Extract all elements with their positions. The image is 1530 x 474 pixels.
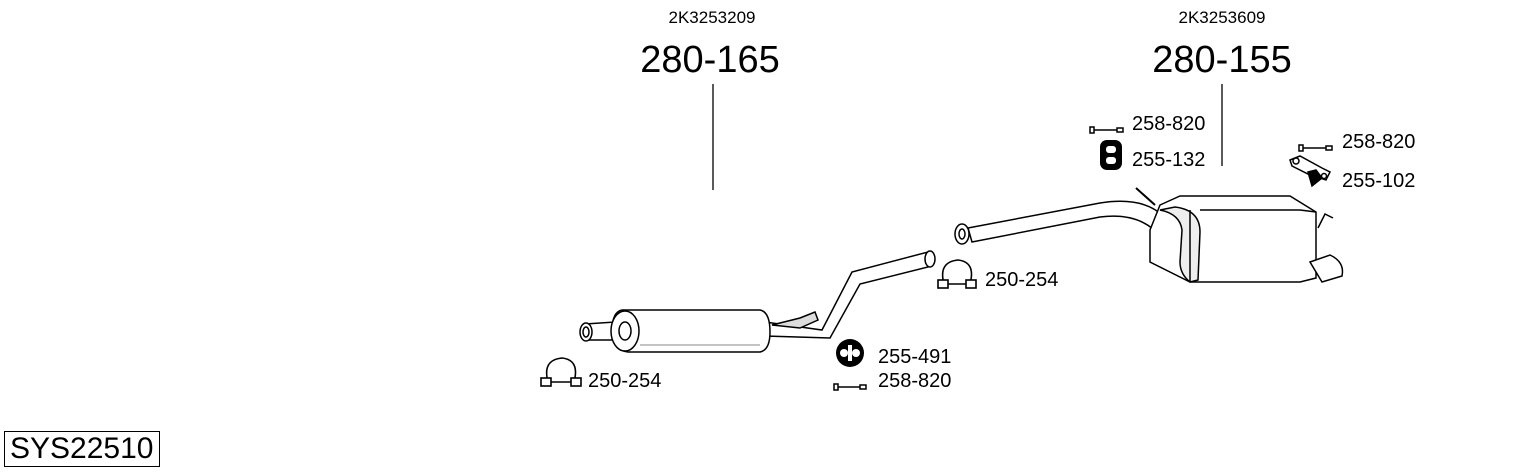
bolt-rear-left-label: 258-820	[1132, 113, 1205, 135]
rear-part-number[interactable]: 280-155	[1152, 39, 1291, 81]
bolt-rear-right-icon[interactable]	[1298, 144, 1333, 152]
bolt-rear-right-label: 258-820	[1342, 131, 1415, 153]
clamp-front-icon[interactable]	[540, 357, 582, 387]
hanger-rear-label: 255-132	[1132, 149, 1205, 171]
bracket-rear-icon[interactable]	[1289, 155, 1332, 188]
system-id-box: SYS22510	[4, 431, 161, 467]
clamp-front-label: 250-254	[588, 370, 661, 392]
front-part-number[interactable]: 280-165	[640, 39, 779, 81]
bolt-mid-label: 258-820	[878, 370, 951, 392]
front-oe-number: 2K3253209	[669, 8, 756, 27]
rubber-hanger-mid-icon[interactable]	[836, 339, 864, 367]
bolt-rear-left-icon[interactable]	[1089, 126, 1124, 134]
bracket-rear-label: 255-102	[1342, 170, 1415, 192]
hanger-mid-label: 255-491	[878, 346, 951, 368]
rubber-hanger-rear-icon[interactable]	[1100, 140, 1122, 170]
rear-silencer-drawing[interactable]	[954, 187, 1344, 283]
bolt-mid-icon[interactable]	[833, 383, 867, 391]
front-silencer-drawing[interactable]	[579, 250, 936, 353]
clamp-mid-icon[interactable]	[937, 259, 977, 289]
clamp-mid-label: 250-254	[985, 269, 1058, 291]
rear-oe-number: 2K3253609	[1179, 8, 1266, 27]
